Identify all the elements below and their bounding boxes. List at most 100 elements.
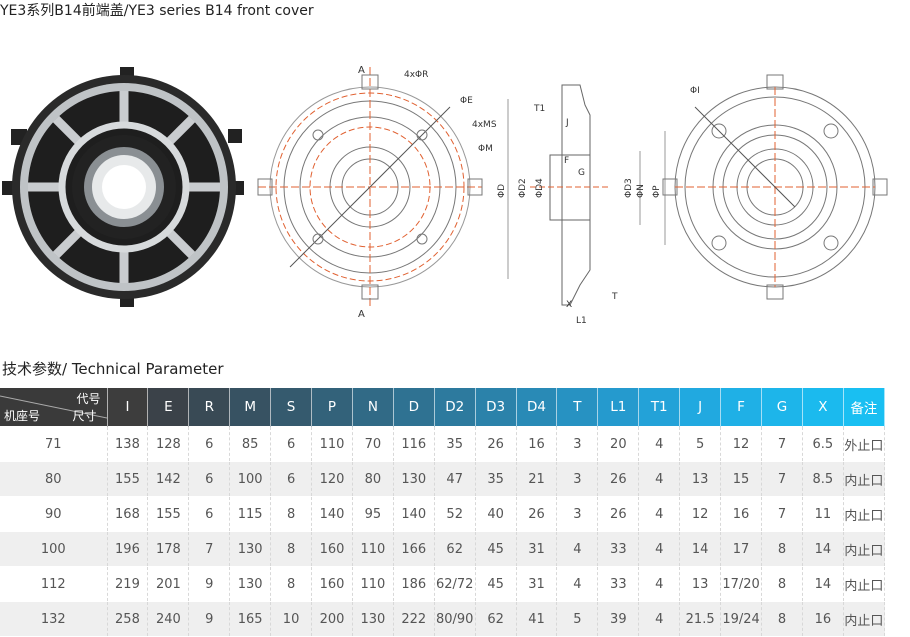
table-cell: 62	[434, 531, 476, 567]
label-d4: ΦD4	[535, 178, 545, 198]
label-r: 4xΦR	[404, 70, 428, 80]
column-header: L1	[597, 388, 640, 427]
table-cell: 4	[638, 531, 681, 567]
table-cell: 16	[516, 426, 558, 462]
table-cell: 7	[188, 531, 231, 567]
table-cell: 内止口	[843, 566, 886, 602]
table-cell: 5	[679, 426, 722, 462]
label-n: ΦN	[636, 184, 646, 198]
table-cell: 内止口	[843, 601, 886, 637]
table-cell: 19/24	[720, 601, 762, 637]
table-cell: 110	[352, 566, 394, 602]
table-cell: 70	[352, 426, 394, 462]
label-ms: 4xMS	[472, 120, 497, 130]
table-cell: 12	[720, 426, 762, 462]
table-cell: 8	[761, 601, 803, 637]
table-cell: 128	[147, 426, 190, 462]
table-cell: 21.5	[679, 601, 722, 637]
table-cell: 17/20	[720, 566, 762, 602]
table-cell: 16	[720, 496, 762, 532]
column-header: R	[188, 388, 231, 427]
label-m: ΦM	[478, 144, 493, 154]
label-d: ΦD	[497, 184, 507, 198]
section-view	[507, 84, 666, 306]
table-cell: 140	[311, 496, 353, 532]
table-cell: 6	[188, 426, 231, 462]
table-cell: 201	[147, 566, 190, 602]
table-cell: 7	[761, 461, 803, 497]
table-cell: 31	[516, 531, 558, 567]
front-view	[257, 67, 483, 307]
table-cell: 110	[311, 426, 353, 462]
table-cell: 166	[393, 531, 435, 567]
label-a-bottom: A	[358, 309, 365, 320]
table-cell: 26	[475, 426, 517, 462]
table-cell: 62	[475, 601, 517, 637]
label-d3: ΦD3	[624, 178, 634, 198]
table-cell: 100	[229, 461, 272, 497]
table-cell: 26	[597, 496, 640, 532]
table-cell: 26	[516, 496, 558, 532]
table-cell: 8	[270, 531, 313, 567]
corner-code-label: 代号	[76, 392, 101, 406]
table-cell: 4	[556, 566, 599, 602]
table-cell: 120	[311, 461, 353, 497]
table-cell: 31	[516, 566, 558, 602]
label-l1: L1	[576, 316, 587, 326]
frame-size-cell: 71	[0, 426, 108, 462]
table-cell: 33	[597, 566, 640, 602]
cover-photo	[2, 67, 244, 307]
table-cell: 8	[270, 496, 313, 532]
table-cell: 219	[107, 566, 149, 602]
table-cell: 外止口	[843, 426, 886, 462]
table-cell: 4	[556, 531, 599, 567]
column-header: F	[720, 388, 762, 427]
column-header: S	[270, 388, 313, 427]
table-cell: 85	[229, 426, 272, 462]
table-cell: 40	[475, 496, 517, 532]
table-cell: 47	[434, 461, 476, 497]
label-x: X	[566, 300, 572, 310]
table-cell: 6	[270, 461, 313, 497]
table-cell: 11	[802, 496, 844, 532]
label-j: J	[565, 118, 569, 128]
frame-size-cell: 80	[0, 461, 108, 497]
table-cell: 6	[188, 496, 231, 532]
table-cell: 10	[270, 601, 313, 637]
table-cell: 21	[516, 461, 558, 497]
table-cell: 内止口	[843, 461, 886, 497]
table-cell: 16	[802, 601, 844, 637]
corner-size-label: 尺寸	[72, 409, 97, 423]
back-view	[662, 74, 888, 300]
table-cell: 116	[393, 426, 435, 462]
table-cell: 155	[147, 496, 190, 532]
table-cell: 12	[679, 496, 722, 532]
table-cell: 45	[475, 566, 517, 602]
table-cell: 130	[229, 566, 272, 602]
table-cell: 62/72	[434, 566, 476, 602]
table-cell: 178	[147, 531, 190, 567]
column-header: X	[802, 388, 844, 427]
corner-diagonal	[0, 395, 107, 419]
label-t1: T1	[533, 104, 545, 114]
table-cell: 155	[107, 461, 149, 497]
table-cell: 138	[107, 426, 149, 462]
column-header: I	[107, 388, 149, 427]
table-cell: 4	[638, 601, 681, 637]
frame-size-cell: 132	[0, 601, 108, 637]
column-header: D3	[475, 388, 517, 427]
table-cell: 115	[229, 496, 272, 532]
table-cell: 5	[556, 601, 599, 637]
table-cell: 80/90	[434, 601, 476, 637]
label-d2: ΦD2	[518, 178, 528, 198]
table-cell: 240	[147, 601, 190, 637]
table-cell: 20	[597, 426, 640, 462]
column-header: M	[229, 388, 272, 427]
column-header: G	[761, 388, 803, 427]
table-cell: 6.5	[802, 426, 844, 462]
table-cell: 41	[516, 601, 558, 637]
table-cell: 160	[311, 566, 353, 602]
